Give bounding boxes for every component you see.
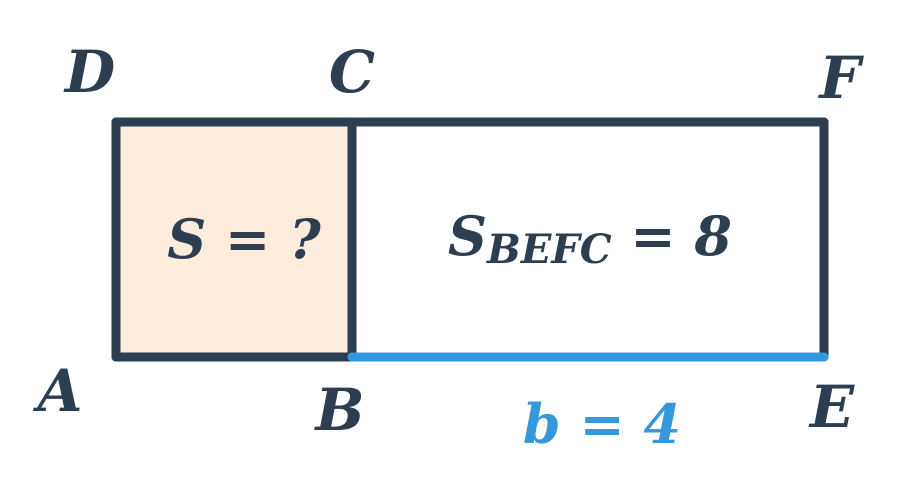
point-label-d: D xyxy=(63,38,115,106)
big-area-symbol: S xyxy=(448,204,487,268)
point-label-b: B xyxy=(313,376,364,444)
segment-be-label: b = 4 xyxy=(523,392,681,456)
square-abcd-fill xyxy=(116,122,352,357)
point-label-f: F xyxy=(817,44,864,112)
point-label-c: C xyxy=(329,38,375,106)
small-area-label: S = ? xyxy=(167,207,322,271)
big-area-value: = 8 xyxy=(612,204,732,268)
rectangle-befc-fill xyxy=(352,122,824,357)
point-label-a: A xyxy=(32,357,82,425)
big-area-label: SBEFC = 8 xyxy=(448,204,732,273)
point-label-e: E xyxy=(808,373,855,441)
big-area-subscript: BEFC xyxy=(486,226,612,273)
